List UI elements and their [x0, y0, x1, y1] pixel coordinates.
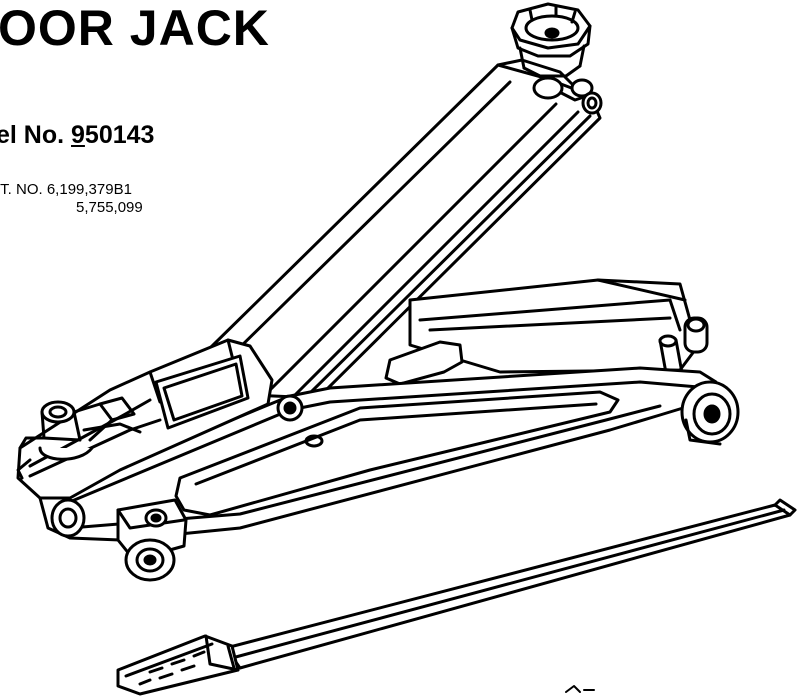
patent-line-2: 5,755,099	[76, 199, 143, 216]
lifting-arm	[206, 58, 603, 400]
saddle	[510, 2, 592, 78]
product-title: OOR JACK	[0, 0, 270, 56]
rear-side-slot	[384, 340, 464, 386]
rear-frame	[408, 278, 709, 397]
rear-wheel	[680, 380, 740, 446]
front-caster	[116, 498, 188, 582]
model-number-first-digit: 9	[71, 121, 85, 149]
front-left-wheel	[50, 498, 86, 538]
model-prefix: el No.	[0, 121, 72, 149]
patent-line-1: .T. NO. 6,199,379B1	[0, 181, 132, 198]
patent-numbers: .T. NO. 6,199,379B1 5,755,099	[0, 181, 143, 217]
model-number: el No. 950143	[0, 120, 154, 150]
side-plate	[38, 366, 718, 542]
pump-cylinder	[16, 396, 142, 480]
pump-handle	[116, 498, 797, 696]
model-number-rest: 50143	[84, 121, 155, 149]
